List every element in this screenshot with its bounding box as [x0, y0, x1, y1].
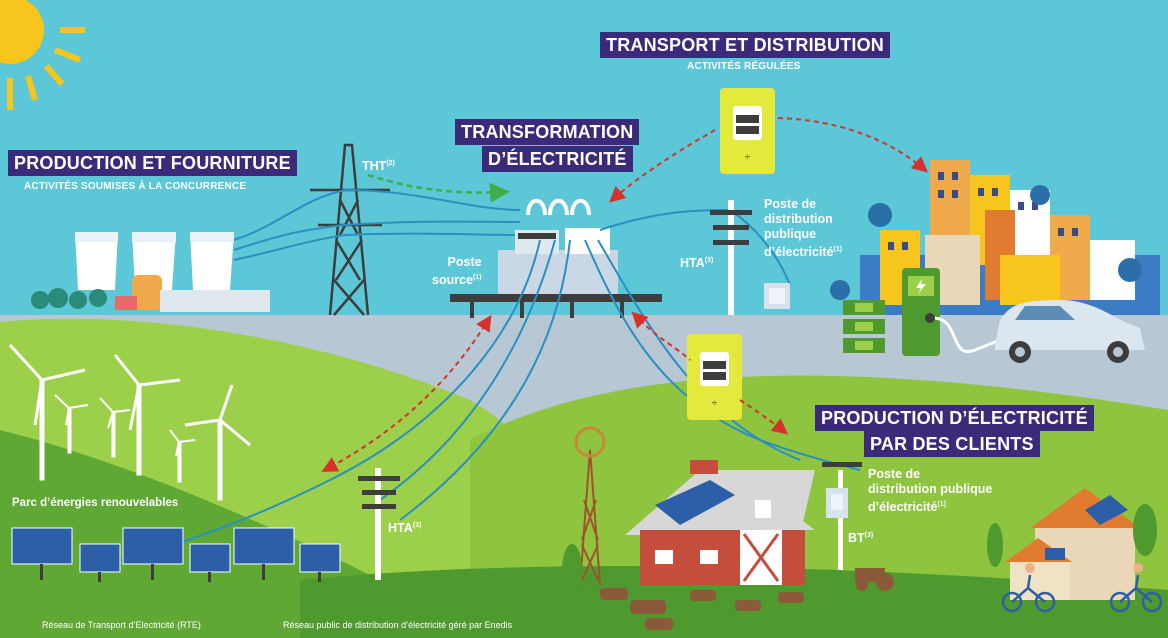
poste-source-label: Poste source(1) [432, 255, 482, 288]
transformation-title-line2: D’ÉLECTRICITÉ [482, 146, 633, 172]
poste-distribution-top-label: Poste de distribution publique d’électri… [764, 197, 843, 260]
high-voltage-cables [233, 188, 521, 261]
bt-label: BT(3) [848, 531, 874, 546]
footer-enedis: Réseau public de distribution d’électric… [283, 620, 513, 630]
hta-top-pole [710, 200, 790, 315]
tractor-icon [855, 568, 894, 591]
svg-text:÷: ÷ [712, 398, 718, 409]
house-icon [1005, 488, 1140, 600]
meter-icon-top: ÷ [720, 88, 775, 174]
trees [562, 504, 1157, 596]
grass-hill-front [300, 566, 1168, 638]
bt-pole [822, 462, 862, 570]
clients-title-line2: PAR DES CLIENTS [864, 431, 1040, 457]
windmill-icon [574, 426, 606, 586]
tht-label: THT(2) [362, 159, 395, 174]
production-title: PRODUCTION ET FOURNITURE [8, 150, 297, 176]
transport-subtitle: ACTIVITÉS RÉGULÉES [687, 61, 801, 72]
production-subtitle: ACTIVITÉS SOUMISES À LA CONCURRENCE [24, 181, 247, 192]
hta-bottom-label: HTA(3) [388, 521, 422, 536]
distribution-cables [119, 208, 861, 561]
parc-label: Parc d’énergies renouvelables [12, 497, 179, 509]
cow-icon [600, 588, 804, 630]
cyclist-icon [1001, 563, 1163, 613]
poste-distribution-bottom-label: Poste de distribution publique d’électri… [868, 467, 993, 515]
wind-turbine-icon [8, 343, 251, 501]
flow-arrows [321, 117, 929, 472]
hta-bottom-pole [358, 468, 400, 580]
transport-title: TRANSPORT ET DISTRIBUTION [600, 32, 890, 58]
battery-icon [843, 300, 885, 353]
barn-icon [625, 460, 815, 585]
hta-top-label: HTA(3) [680, 256, 714, 271]
green-arrow [367, 173, 510, 203]
substation-icon [450, 198, 662, 318]
charger-icon [902, 268, 1001, 356]
footer-rte: Réseau de Transport d’Electricité (RTE) [42, 620, 201, 630]
svg-text:÷: ÷ [745, 152, 751, 163]
clients-title-line1: PRODUCTION D’ÉLECTRICITÉ [815, 405, 1094, 431]
power-plant-icon [31, 232, 270, 312]
meter-icon-middle: ÷ [687, 334, 742, 420]
solar-panel-icon [11, 527, 341, 582]
car-icon [995, 300, 1145, 363]
transformation-title-line1: TRANSFORMATION [455, 119, 640, 145]
city-icon [830, 160, 1160, 315]
sun-icon [0, 0, 85, 110]
